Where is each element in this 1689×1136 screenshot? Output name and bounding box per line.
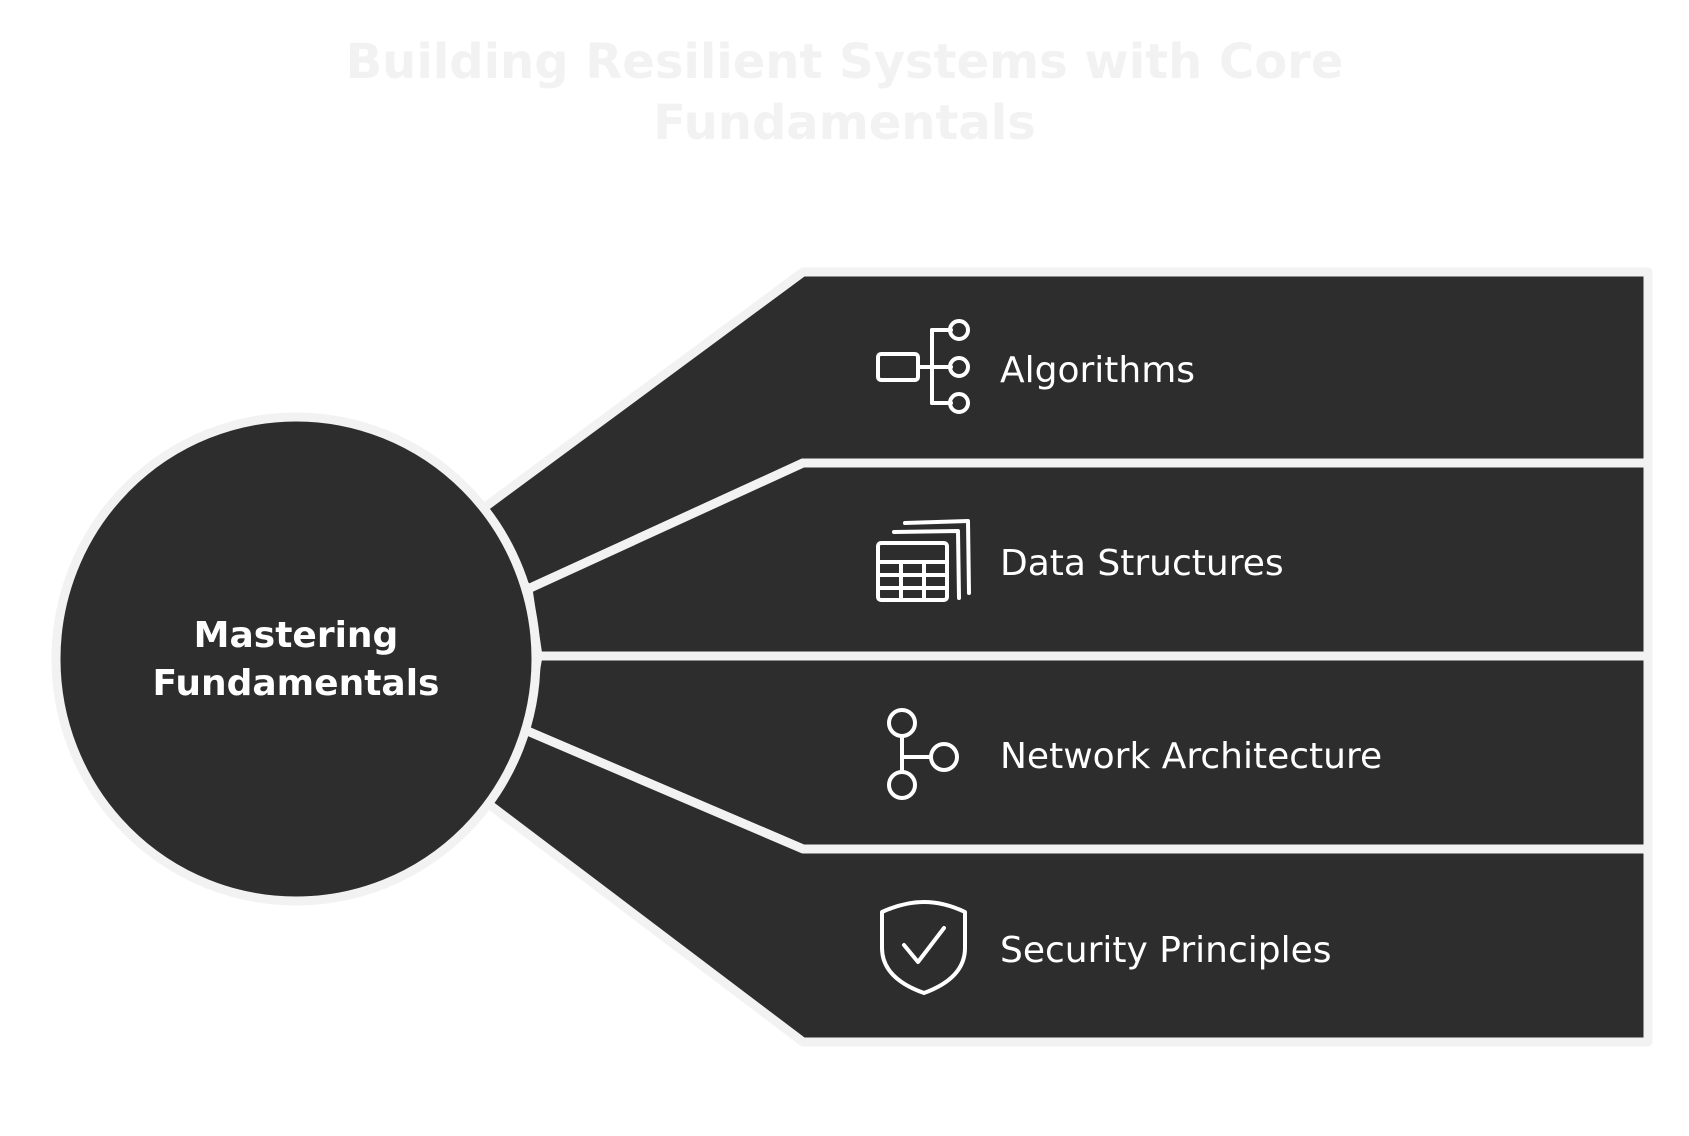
diagram-title: Building Resilient Systems with Core Fun… [0, 32, 1689, 154]
shield-check-icon [880, 900, 967, 995]
diagram-title-line-2: Fundamentals [653, 95, 1036, 151]
hub-label-line-2: Fundamentals [153, 663, 440, 704]
hub-circle [51, 412, 541, 906]
table-stack-icon [876, 519, 971, 602]
diagram-title-line-1: Building Resilient Systems with Core [345, 34, 1344, 90]
branch-label-algorithms: Algorithms [1000, 350, 1195, 391]
branch-label-security-principles: Security Principles [1000, 930, 1332, 971]
network-nodes-icon [887, 708, 959, 800]
flowchart-icon [876, 319, 970, 414]
branch-label-data-structures: Data Structures [1000, 543, 1284, 584]
branch-label-network-architecture: Network Architecture [1000, 736, 1382, 777]
branch-bands [465, 267, 1653, 1047]
hub-label-line-1: Mastering [194, 615, 399, 656]
